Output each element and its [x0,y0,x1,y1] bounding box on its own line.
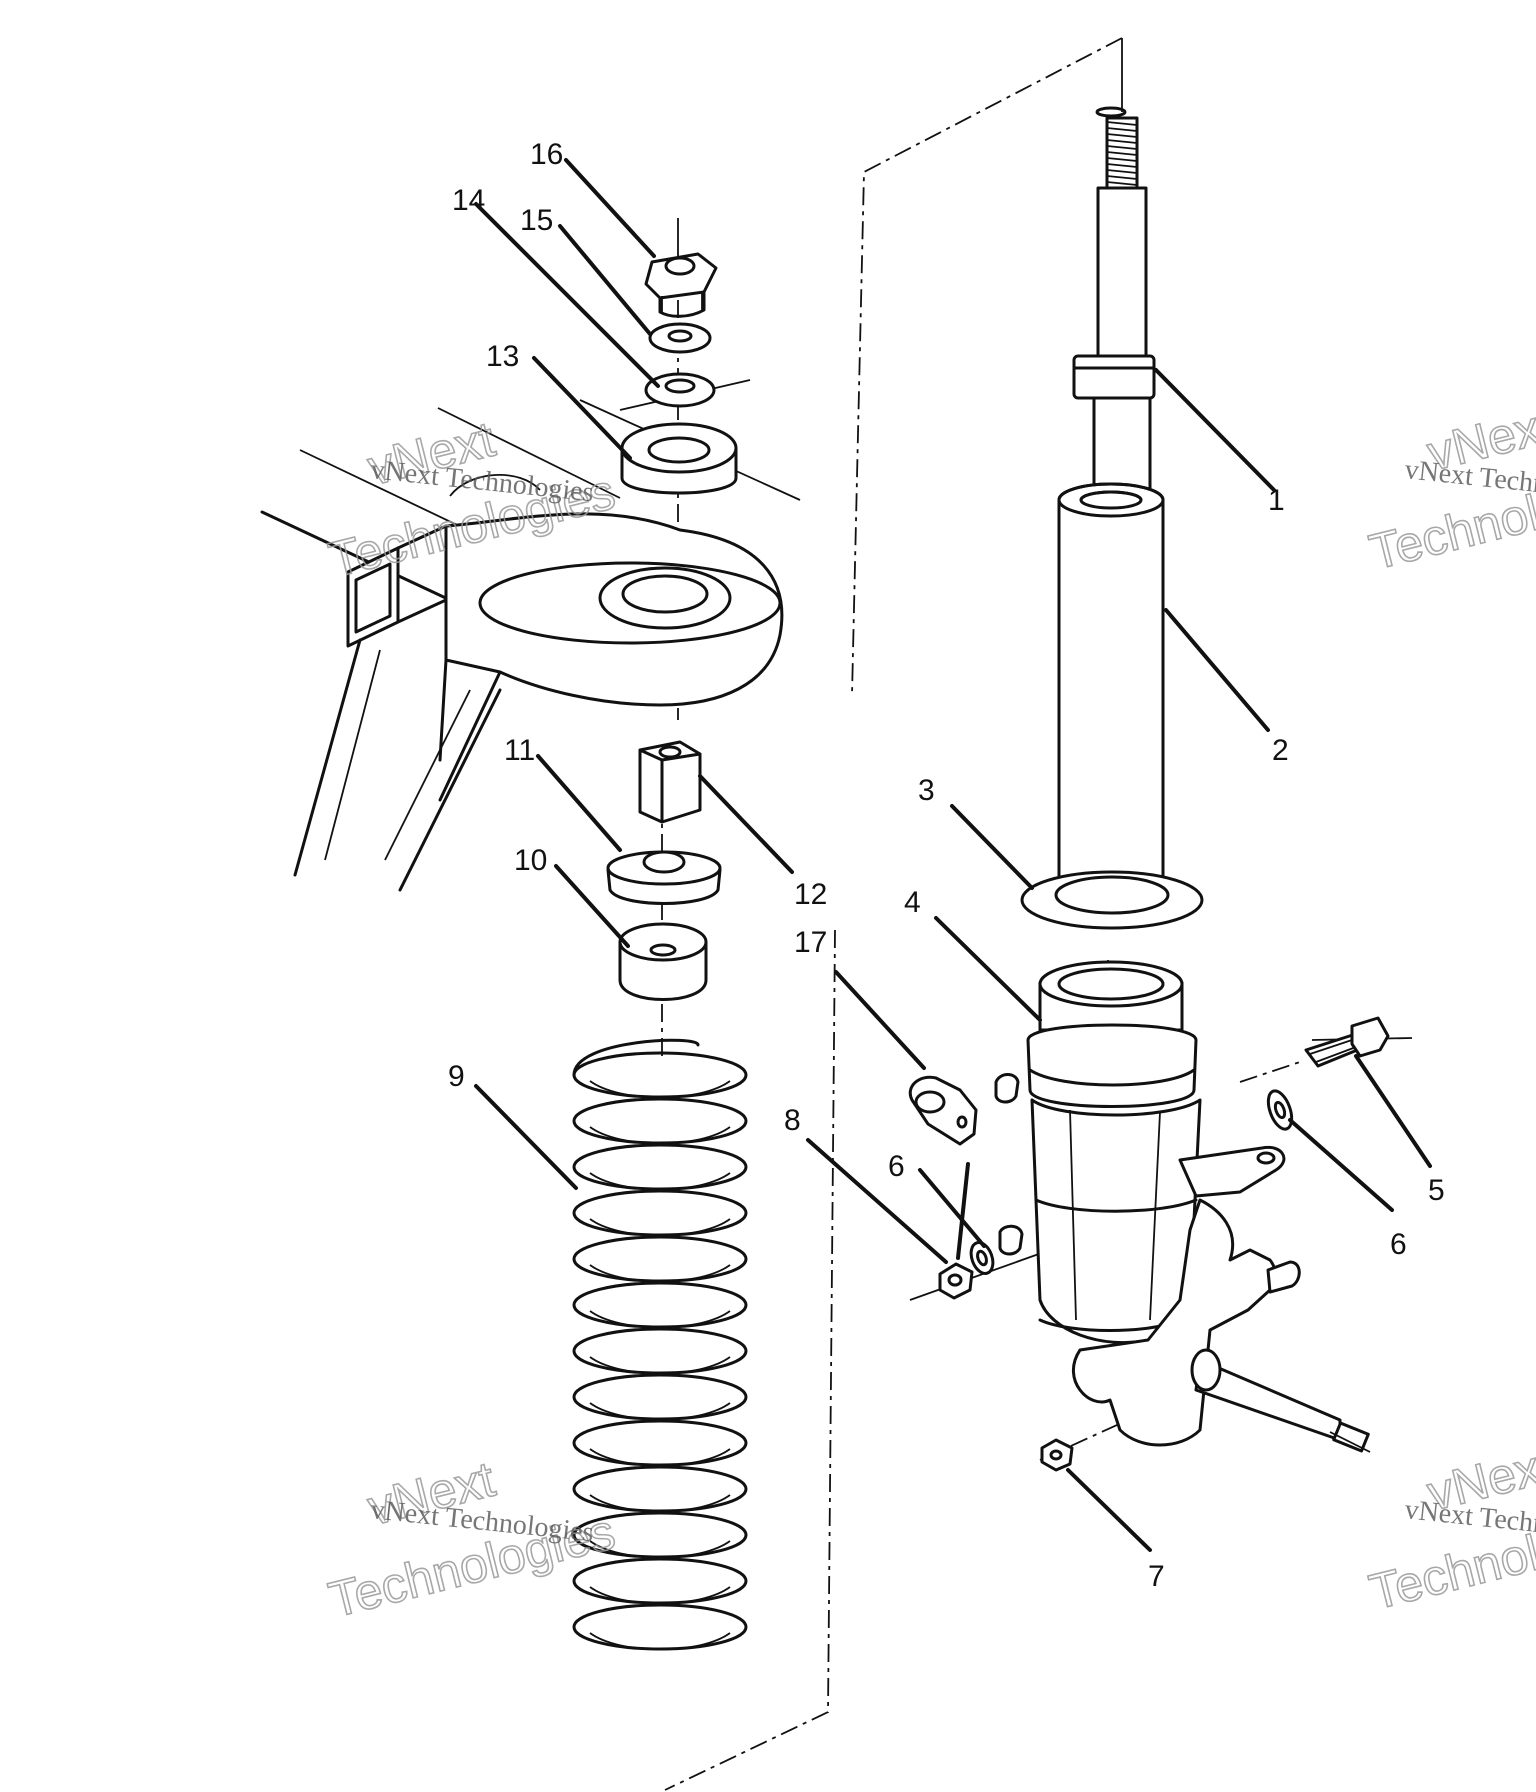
callout-16: 16 [530,138,563,171]
callout-17: 17 [794,926,827,959]
callout-11: 11 [504,734,535,767]
shaft-thread [1106,157,1138,162]
bumper-10 [618,922,708,1001]
spring-coil [572,1143,748,1191]
spring-coil-inner [589,1586,731,1605]
spring-coil [572,1281,748,1329]
spring-coil [572,1603,748,1651]
spacer-12 [638,740,702,824]
spring-coil-inner [589,1356,731,1375]
callout-7: 7 [1148,1560,1165,1593]
callout-10: 10 [514,844,547,877]
spring-coil [572,1327,748,1375]
shaft-thread [1106,133,1138,138]
spring-coil-inner [589,1540,731,1559]
spring-coil [572,1051,748,1099]
spring-coil-inner [589,1080,731,1099]
nut-8 [938,1262,974,1300]
spring-coil [572,1419,748,1467]
spring-coil [572,1235,748,1283]
strut-housing [994,960,1371,1453]
leader-lines [474,158,1432,1552]
shaft-thread [1106,127,1138,132]
callout-14: 14 [452,184,485,217]
coil-spring-9 [572,1038,748,1651]
shaft-thread [1106,121,1138,126]
shaft-thread [1106,175,1138,180]
bushing-13 [620,422,738,495]
callout-3: 3 [918,774,935,807]
shock-absorber [1057,106,1165,922]
callout-6-left: 6 [888,1150,905,1183]
cup-11 [606,850,722,905]
callout-6-right: 6 [1390,1228,1407,1261]
spring-coil-inner [589,1402,731,1421]
washer-6-left [969,1241,995,1275]
shaft-thread [1106,163,1138,168]
spring-coil-inner [589,1494,731,1513]
callout-5: 5 [1428,1174,1445,1207]
spring-top-end [572,1038,700,1077]
bolt-7 [1040,1438,1074,1472]
spring-coil-inner [589,1632,731,1651]
shaft-thread [1106,145,1138,150]
spring-coil-inner [589,1448,731,1467]
callout-numbers: 1 2 3 4 5 6 6 7 8 9 10 11 12 13 14 15 16… [448,138,1445,1593]
shaft-thread [1106,181,1138,186]
callout-9: 9 [448,1060,465,1093]
callout-1: 1 [1268,484,1285,517]
callout-8: 8 [784,1104,801,1137]
shaft-thread [1106,139,1138,144]
spring-coil [572,1189,748,1237]
spring-coil-inner [589,1264,731,1283]
spring-coil-inner [589,1172,731,1191]
callout-2: 2 [1272,734,1289,767]
spring-seat-3 [1020,870,1204,930]
spring-coil [572,1097,748,1145]
callout-12: 12 [794,878,827,911]
spring-coil-inner [589,1310,731,1329]
spring-coil-inner [589,1126,731,1145]
spring-coil-inner [589,1218,731,1237]
callout-15: 15 [520,204,553,237]
spring-coil [572,1373,748,1421]
clamp-17 [908,1075,978,1146]
washer-15 [648,322,712,354]
callout-13: 13 [486,340,519,373]
shaft-thread [1106,169,1138,174]
callout-4: 4 [904,886,921,919]
bolt-5 [1304,1016,1390,1068]
washer-6-right [1266,1089,1294,1131]
nut-16 [644,252,718,318]
spring-coil [572,1557,748,1605]
frame-arm [260,379,801,892]
shaft-thread [1106,151,1138,156]
washer-14 [644,372,716,408]
